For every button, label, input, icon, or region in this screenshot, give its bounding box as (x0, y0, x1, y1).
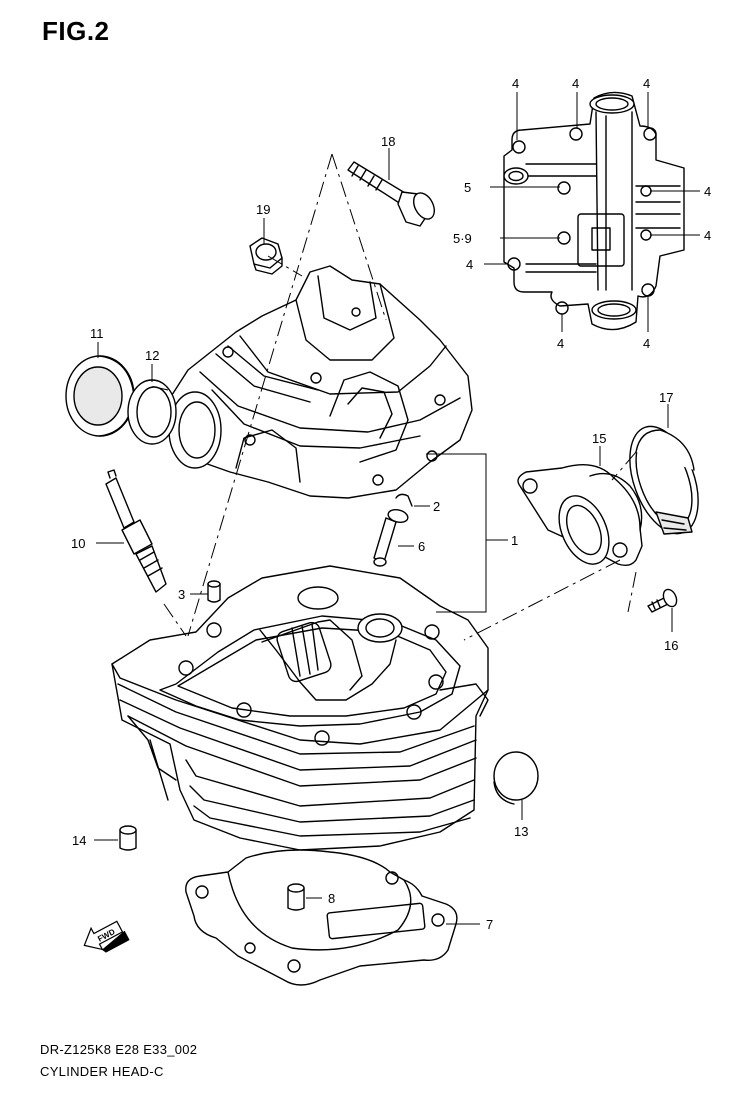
valve-guide-6[interactable] (373, 508, 409, 567)
callout-1: 1 (511, 533, 518, 548)
cap-11[interactable] (65, 355, 135, 437)
head-cover-top-view[interactable] (503, 91, 685, 331)
bolt-18[interactable] (347, 161, 439, 227)
clip-2[interactable] (395, 493, 413, 507)
callout-16: 16 (664, 638, 678, 653)
callout-2: 2 (433, 499, 440, 514)
fwd-arrow-icon: FWD (83, 920, 130, 953)
callout-18: 18 (381, 134, 395, 149)
callout-13: 13 (514, 824, 528, 839)
callout-17: 17 (659, 390, 673, 405)
callout-4-right-upper: 4 (704, 184, 711, 199)
screw-16[interactable] (647, 587, 679, 613)
dowel-pin-14[interactable] (119, 825, 137, 851)
dowel-pin-8[interactable] (287, 883, 305, 911)
callout-11: 11 (90, 326, 104, 341)
callout-4-right-lower: 4 (704, 228, 711, 243)
nut-19[interactable] (249, 237, 283, 275)
callout-8: 8 (328, 891, 335, 906)
callout-6: 6 (418, 539, 425, 554)
callout-4-bottom-right: 4 (643, 336, 650, 351)
callout-10: 10 (71, 536, 85, 551)
model-code: DR-Z125K8 E28 E33_002 (40, 1042, 198, 1057)
callout-4-top-left: 4 (512, 76, 519, 91)
callout-7: 7 (486, 917, 493, 932)
clamp[interactable] (617, 417, 712, 543)
plug-13[interactable] (493, 751, 539, 805)
o-ring-12[interactable] (127, 379, 177, 445)
cylinder-head-cover[interactable] (168, 265, 473, 499)
figure-title: FIG.2 (42, 16, 110, 46)
callout-4-bottom-left: 4 (557, 336, 564, 351)
callout-19: 19 (256, 202, 270, 217)
cylinder-head-gasket[interactable] (185, 849, 458, 986)
callout-5: 5 (464, 180, 471, 195)
callout-14: 14 (72, 833, 86, 848)
section-name: CYLINDER HEAD-C (40, 1064, 164, 1079)
callout-4-top-mid: 4 (572, 76, 579, 91)
callout-3: 3 (178, 587, 185, 602)
spark-plug-10[interactable] (105, 469, 167, 593)
callout-12: 12 (145, 348, 159, 363)
callout-5-9: 5·9 (453, 231, 472, 246)
callout-4-top-right: 4 (643, 76, 650, 91)
dowel-pin-3[interactable] (207, 580, 221, 603)
intake-pipe[interactable] (517, 464, 643, 572)
callout-4-left: 4 (466, 257, 473, 272)
callout-15: 15 (592, 431, 606, 446)
cylinder-head[interactable] (111, 565, 489, 851)
leader-lines (94, 92, 700, 925)
